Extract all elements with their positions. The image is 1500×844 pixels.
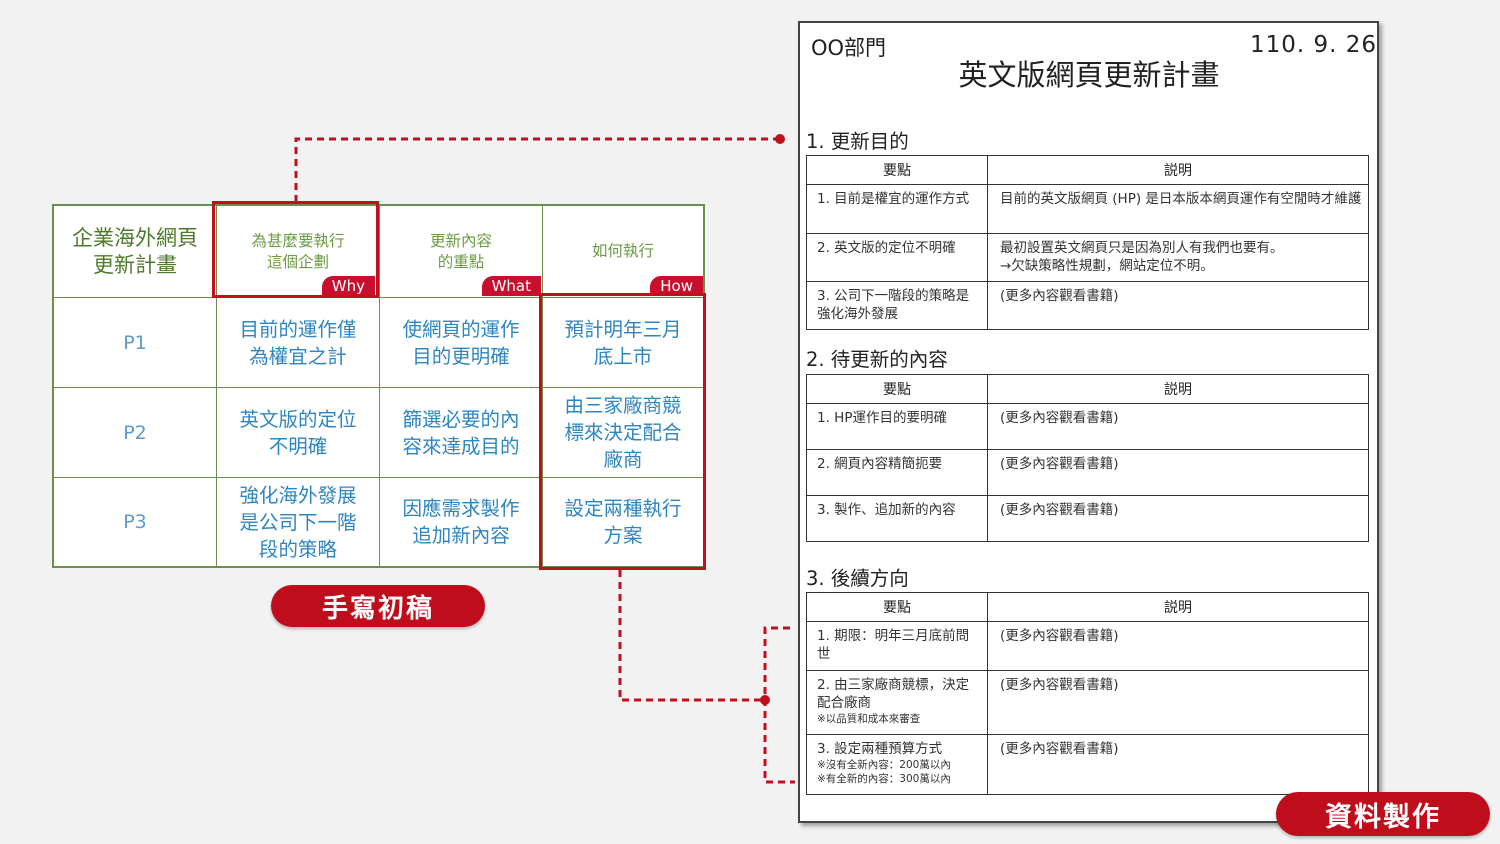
row-label-p1: P1: [54, 298, 217, 388]
col-key-header: 要點: [806, 374, 988, 404]
corner-line: 企業海外網頁: [72, 225, 198, 250]
why-connector: [294, 137, 780, 202]
table-key: 1. HP運作目的要明確: [806, 403, 988, 450]
col-desc-header: 説明: [987, 155, 1369, 185]
section-heading: 3. 後續方向: [806, 567, 909, 590]
table-desc: (更多內容觀看書籍): [987, 670, 1369, 735]
table-desc: 最初設置英文網頁只是因為別人有我們也要有。→欠缺策略性規劃，網站定位不明。: [987, 233, 1369, 282]
table-desc: (更多內容觀看書籍): [987, 403, 1369, 450]
table-key: 2. 由三家廠商競標，決定配合廠商※以品質和成本來審查: [806, 670, 988, 735]
grid-cell: 目前的運作僅為權宜之計: [217, 298, 380, 388]
section-table: 要點説明 1. 期限：明年三月底前問世(更多內容觀看書籍) 2. 由三家廠商競標…: [806, 592, 1369, 795]
grid-cell: 設定兩種執行方案: [564, 497, 682, 547]
table-note: ※沒有全新內容：200萬以內: [817, 759, 951, 771]
bracket-connector: [763, 626, 795, 784]
table-key: 1. 目前是權宜的運作方式: [806, 184, 988, 234]
table-desc: (更多內容觀看書籍): [987, 734, 1369, 795]
table-note: ※以品質和成本來審查: [817, 713, 921, 725]
why-highlight-box: [212, 201, 379, 298]
how-tag: How: [650, 276, 703, 296]
section-table: 要點説明 1. 目前是權宜的運作方式目前的英文版網頁 (HP) 是日本版本網頁運…: [806, 155, 1369, 330]
how-highlight-box: [539, 293, 706, 570]
table-key: 1. 期限：明年三月底前問世: [806, 621, 988, 671]
header-line: 更新內容: [429, 231, 492, 250]
header-what: 更新內容的重點 What: [380, 206, 543, 298]
document-badge: 資料製作: [1276, 792, 1490, 836]
grid-cell: 由三家廠商競標來決定配合廠商: [543, 388, 703, 478]
grid-corner-title: 企業海外網頁更新計畫: [54, 206, 217, 298]
header-how: 如何執行 How: [543, 206, 703, 298]
table-desc: 目前的英文版網頁 (HP) 是日本版本網頁運作有空閒時才維護: [987, 184, 1369, 234]
table-desc: (更多內容觀看書籍): [987, 449, 1369, 496]
col-key-header: 要點: [806, 592, 988, 622]
header-line: 這個企劃: [266, 252, 329, 271]
draft-badge: 手寫初稿: [271, 585, 485, 627]
how-connector: [618, 570, 765, 702]
section-table: 要點説明 1. HP運作目的要明確(更多內容觀看書籍) 2. 網頁內容精簡扼要(…: [806, 374, 1369, 542]
connector-dot: [760, 695, 770, 705]
grid-cell: 篩選必要的內容來達成目的: [380, 388, 543, 478]
section-heading: 2. 待更新的內容: [806, 348, 948, 371]
row-label-p2: P2: [54, 388, 217, 478]
col-desc-header: 説明: [987, 374, 1369, 404]
table-key: 3. 公司下一階段的策略是強化海外發展: [806, 281, 988, 330]
corner-line: 更新計畫: [93, 252, 177, 277]
grid-cell: 使網頁的運作目的更明確: [380, 298, 543, 388]
col-key-header: 要點: [806, 155, 988, 185]
section-heading: 1. 更新目的: [806, 130, 909, 153]
table-key: 2. 網頁內容精簡扼要: [806, 449, 988, 496]
document-date: 110. 9. 26: [1250, 32, 1378, 58]
table-key: 3. 設定兩種預算方式※沒有全新內容：200萬以內※有全新的內容：300萬以內: [806, 734, 988, 795]
header-line: 為甚麼要執行: [251, 231, 345, 250]
table-desc: (更多內容觀看書籍): [987, 281, 1369, 330]
why-tag: Why: [321, 276, 375, 296]
grid-cell: 因應需求製作追加新內容: [380, 478, 543, 566]
grid-cell: 英文版的定位不明確: [217, 388, 380, 478]
table-key: 3. 製作、追加新的內容: [806, 495, 988, 542]
row-label-p3: P3: [54, 478, 217, 566]
table-key: 2. 英文版的定位不明確: [806, 233, 988, 282]
document-title: 英文版網頁更新計畫: [958, 58, 1220, 92]
header-line: 如何執行: [591, 242, 654, 260]
table-desc: (更多內容觀看書籍): [987, 495, 1369, 542]
grid-cell: 預計明年三月底上市: [543, 298, 703, 388]
what-tag: What: [481, 276, 541, 296]
col-desc-header: 説明: [987, 592, 1369, 622]
table-desc: (更多內容觀看書籍): [987, 621, 1369, 671]
table-note: ※有全新的內容：300萬以內: [817, 773, 951, 785]
grid-cell: 強化海外發展是公司下一階段的策略: [217, 478, 380, 566]
header-line: 的重點: [437, 252, 485, 271]
department-label: OO部門: [811, 36, 887, 60]
connector-dot: [775, 134, 785, 144]
